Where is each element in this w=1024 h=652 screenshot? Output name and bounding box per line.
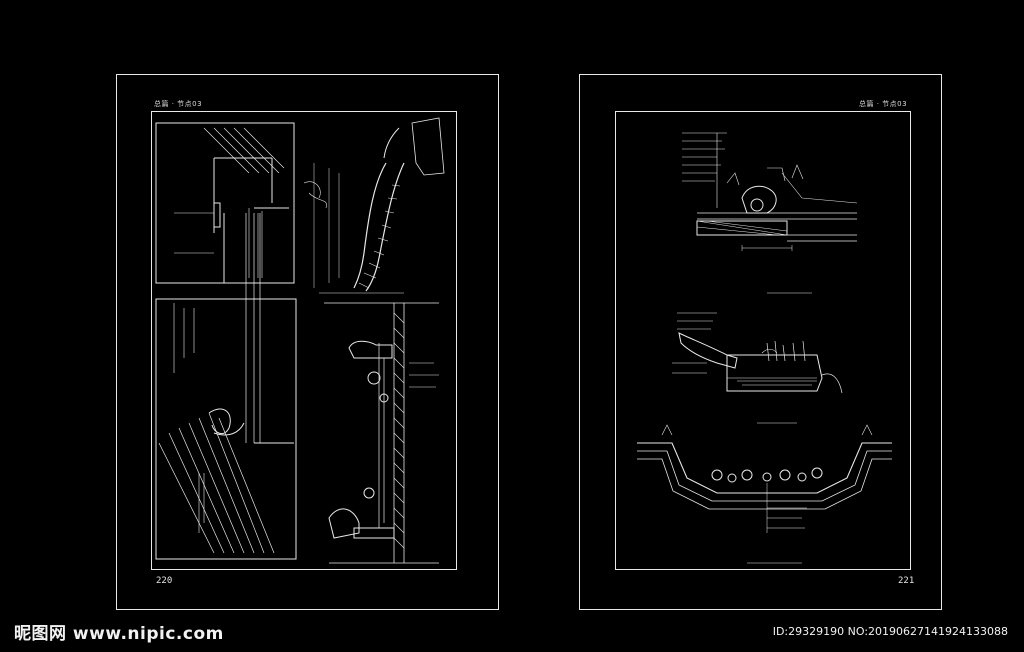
left-drawing-sheet: [116, 74, 499, 610]
right-sheet-details: [617, 113, 907, 568]
watermark-id: ID:29329190 NO:20190627141924133088: [772, 625, 1008, 638]
left-page-number: 220: [156, 576, 173, 586]
watermark-site: 昵图网 www.nipic.com: [14, 624, 224, 644]
left-sheet-header: 总篇 · 节点03: [154, 100, 203, 108]
left-sheet-details: [154, 113, 454, 568]
right-page-number: 221: [898, 576, 915, 586]
right-sheet-inner-frame: [615, 111, 911, 570]
left-sheet-inner-frame: [151, 111, 457, 570]
right-sheet-header: 总篇 · 节点03: [859, 100, 908, 108]
right-drawing-sheet: [579, 74, 942, 610]
